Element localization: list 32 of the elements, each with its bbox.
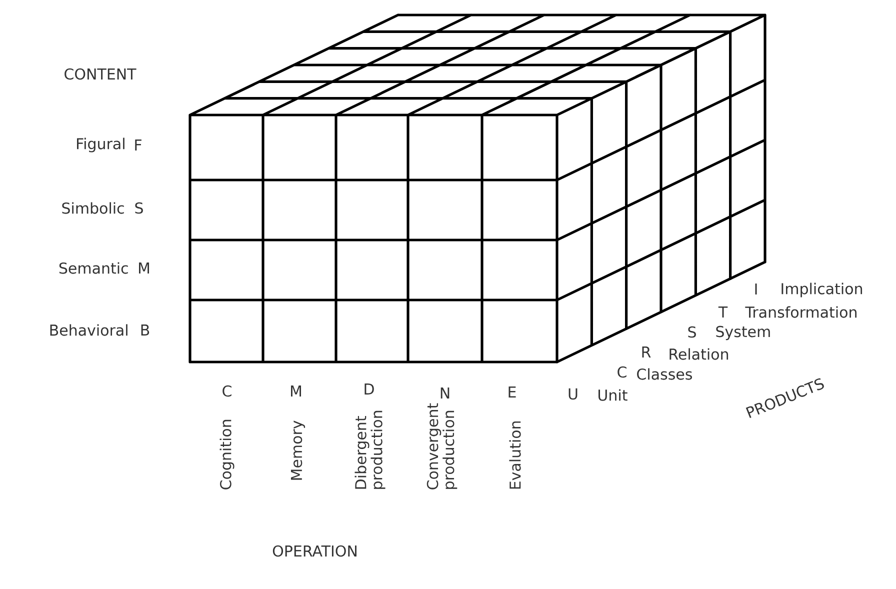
category-label: Behavioral — [50, 324, 128, 336]
category-label: Semantic — [59, 262, 128, 274]
category-letter: D — [364, 384, 374, 394]
category-letter: I — [755, 284, 757, 294]
category-label: Classes — [637, 368, 692, 380]
category-letter: U — [568, 388, 578, 400]
category-letter: M — [291, 386, 301, 396]
category-letter: C — [222, 385, 232, 397]
category-letter: T — [718, 306, 728, 318]
category-letter: B — [141, 324, 150, 336]
category-label: Implication — [782, 282, 862, 298]
category-letter: S — [135, 202, 143, 214]
axis-title: CONTENT — [64, 68, 136, 80]
category-letter: N — [440, 388, 450, 398]
axis-title: OPERATION — [272, 545, 356, 557]
category-label: System — [716, 326, 770, 340]
category-label: Simbolic — [62, 202, 124, 214]
category-label: Evalution — [509, 421, 521, 489]
category-label: Figural — [77, 138, 124, 152]
category-label: Dibergent production — [354, 410, 386, 489]
category-label: Memory — [290, 420, 306, 480]
category-label: Cognition — [220, 420, 234, 490]
category-label: Unit — [598, 389, 628, 401]
category-letter: M — [139, 262, 149, 274]
category-label: Transformation — [745, 306, 856, 318]
category-letter: E — [508, 386, 516, 398]
category-label: Convergent production — [426, 403, 458, 490]
category-label: Relation — [670, 348, 728, 360]
category-letter: F — [135, 140, 142, 150]
category-letter: C — [618, 366, 626, 378]
category-letter: R — [642, 346, 651, 358]
category-letter: S — [688, 326, 696, 338]
